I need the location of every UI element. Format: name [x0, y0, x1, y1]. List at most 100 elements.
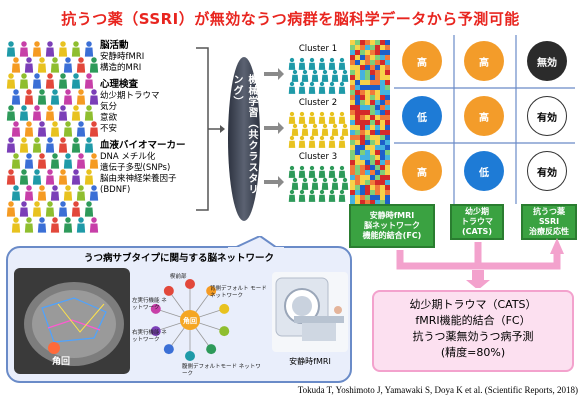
heatmap-cell	[350, 115, 355, 120]
prediction-connector	[396, 238, 564, 288]
heatmap-cell	[380, 45, 385, 50]
person-icon	[318, 135, 326, 148]
network-node	[163, 344, 174, 355]
heatmap-cell	[370, 175, 375, 180]
node-label-left-ecn: 左実行機能 ネットワーク	[132, 298, 167, 311]
network-panel-title: うつ病サブタイプに関与する脳ネットワーク	[83, 253, 274, 264]
person-icon	[37, 121, 47, 137]
person-icon	[84, 201, 94, 217]
heatmap-cell	[360, 100, 365, 105]
heatmap-cell	[385, 170, 390, 175]
heatmap-cell	[380, 100, 385, 105]
heatmap-cell	[370, 40, 375, 45]
node-label-dorsal-dmn: 背側デフォルト モードネットワーク	[210, 286, 267, 299]
heatmap-cell	[355, 180, 360, 185]
heatmap-cell	[385, 50, 390, 55]
heatmap-cell	[385, 45, 390, 50]
network-node	[185, 351, 195, 361]
person-icon	[311, 69, 319, 82]
person-icon	[24, 153, 34, 169]
heatmap-cell	[375, 155, 380, 160]
heatmap-cell	[350, 180, 355, 185]
person-icon	[71, 169, 81, 185]
heatmap-cell	[375, 40, 380, 45]
mri-scanner-icon	[275, 277, 344, 341]
heatmap-cell	[350, 155, 355, 160]
network-node	[163, 285, 174, 296]
person-icon	[45, 41, 55, 57]
heatmap-cell	[375, 95, 380, 100]
person-icon	[45, 73, 55, 89]
heatmap-cell	[375, 60, 380, 65]
person-icon	[328, 165, 336, 178]
heatmap-cell	[365, 70, 370, 75]
heatmap-cell	[375, 190, 380, 195]
person-icon	[318, 57, 326, 70]
heatmap-cell	[360, 175, 365, 180]
person-icon	[338, 189, 346, 202]
heatmap-cell	[375, 145, 380, 150]
person-icon	[328, 111, 336, 124]
person-icon	[37, 153, 47, 169]
mri-scanner-image	[272, 272, 348, 352]
heatmap-cell	[365, 45, 370, 50]
heatmap-cell	[370, 170, 375, 175]
heatmap-cell	[375, 105, 380, 110]
network-hub-node	[180, 310, 200, 330]
heatmap-cell	[365, 160, 370, 165]
person-icon	[288, 81, 296, 94]
heatmap-cell	[355, 65, 360, 70]
heatmap-cell	[360, 185, 365, 190]
heatmap-cell	[365, 115, 370, 120]
grid-cell-r3c2: 低	[464, 151, 504, 191]
person-icon	[24, 57, 34, 73]
heatmap-cell	[380, 200, 385, 205]
person-icon	[288, 189, 296, 202]
person-icon	[19, 41, 29, 57]
heatmap-cell	[355, 165, 360, 170]
heatmap-cell	[360, 125, 365, 130]
person-icon	[6, 73, 16, 89]
input-data-panel: 脳活動 安静時fMRI 構造的MRI 心理検査 幼少期トラウマ 気分 意欲 不安…	[100, 40, 220, 210]
heatmap-cell	[385, 55, 390, 60]
person-icon	[308, 165, 316, 178]
network-node	[219, 303, 230, 314]
heatmap-cell	[350, 175, 355, 180]
heatmap-cell	[370, 155, 375, 160]
heatmap-cell	[365, 130, 370, 135]
cluster-3-people-icon	[288, 165, 349, 202]
person-icon	[6, 41, 16, 57]
heatmap-cell	[385, 150, 390, 155]
heatmap-cell	[370, 80, 375, 85]
heatmap-cell	[350, 105, 355, 110]
person-icon	[338, 81, 346, 94]
heatmap-cell	[385, 185, 390, 190]
person-icon	[76, 89, 86, 105]
person-icon	[341, 69, 349, 82]
heatmap-cell	[350, 200, 355, 205]
heatmap-cell	[370, 100, 375, 105]
heatmap-cell	[350, 165, 355, 170]
heatmap-cell	[380, 150, 385, 155]
heatmap-cell	[365, 85, 370, 90]
cluster-1-people-icon	[288, 57, 349, 94]
citation: Tokuda T, Yoshimoto J, Yamawaki S, Doya …	[297, 385, 578, 395]
heatmap-cell	[360, 120, 365, 125]
person-icon	[338, 57, 346, 70]
heatmap-cell	[380, 90, 385, 95]
person-icon	[89, 57, 99, 73]
person-icon	[58, 201, 68, 217]
person-icon	[71, 41, 81, 57]
heatmap-cell	[355, 80, 360, 85]
heatmap-cell	[350, 140, 355, 145]
person-icon	[45, 137, 55, 153]
person-icon	[19, 137, 29, 153]
heatmap-cell	[370, 195, 375, 200]
heatmap-cell	[355, 50, 360, 55]
heatmap-cell	[375, 45, 380, 50]
person-icon	[331, 177, 339, 190]
heatmap-cell	[375, 50, 380, 55]
heatmap-cell	[365, 105, 370, 110]
heatmap-cell	[350, 145, 355, 150]
